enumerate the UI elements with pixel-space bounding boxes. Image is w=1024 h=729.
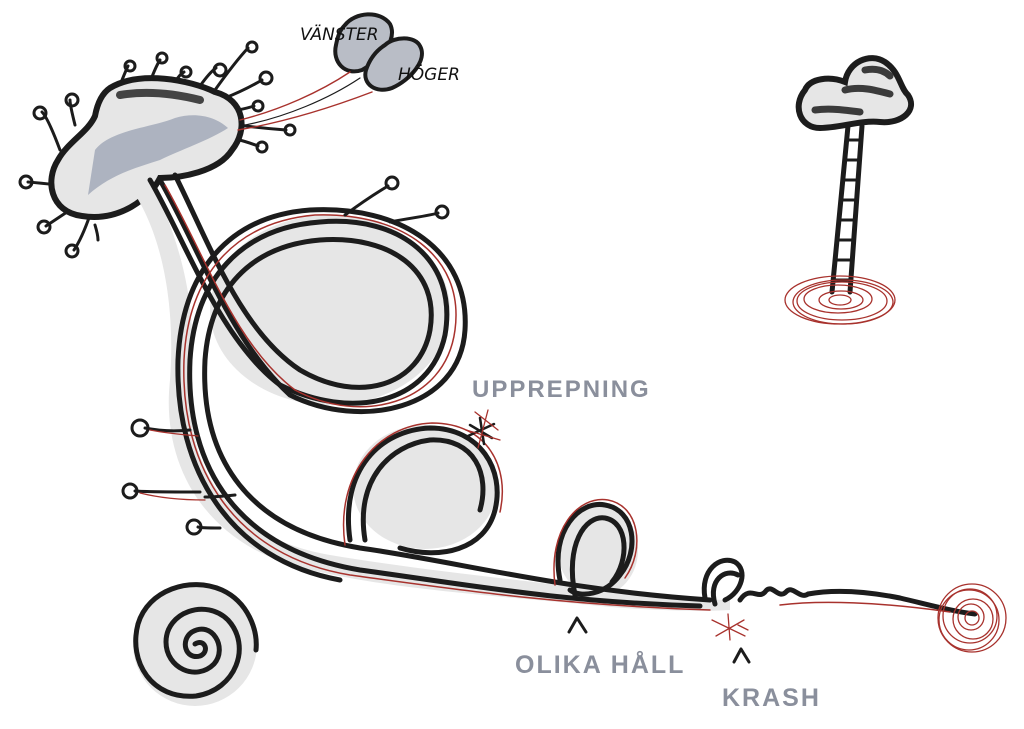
right-lobe (363, 36, 424, 92)
loop-olika-hall (555, 501, 635, 597)
crash-mark-upprepning (465, 409, 501, 449)
brain-lobes: VÄNSTER HÖGER (237, 12, 460, 131)
target-scribble-right (937, 583, 1007, 653)
label-krash: KRASH (722, 684, 821, 712)
axon-bundle (121, 172, 978, 617)
axon-tail (737, 586, 978, 617)
axon-strand-2 (172, 172, 713, 603)
target-scribble-small (784, 275, 896, 325)
label-upprepning: UPPREPNING (472, 376, 651, 403)
small-cell-body (795, 55, 914, 132)
arrows (567, 616, 751, 664)
label-olika-hall: OLIKA HÅLL (515, 650, 685, 679)
main-neuron (18, 40, 297, 259)
small-neuron (784, 55, 914, 325)
label-hoger: HÖGER (398, 63, 460, 85)
crash-mark-krash (711, 613, 749, 641)
axon-strand-3 (157, 177, 468, 583)
arrow-krash (732, 647, 751, 664)
label-vanster: VÄNSTER (300, 24, 379, 45)
arrow-olika-hall (567, 616, 588, 634)
spiral (133, 582, 259, 706)
